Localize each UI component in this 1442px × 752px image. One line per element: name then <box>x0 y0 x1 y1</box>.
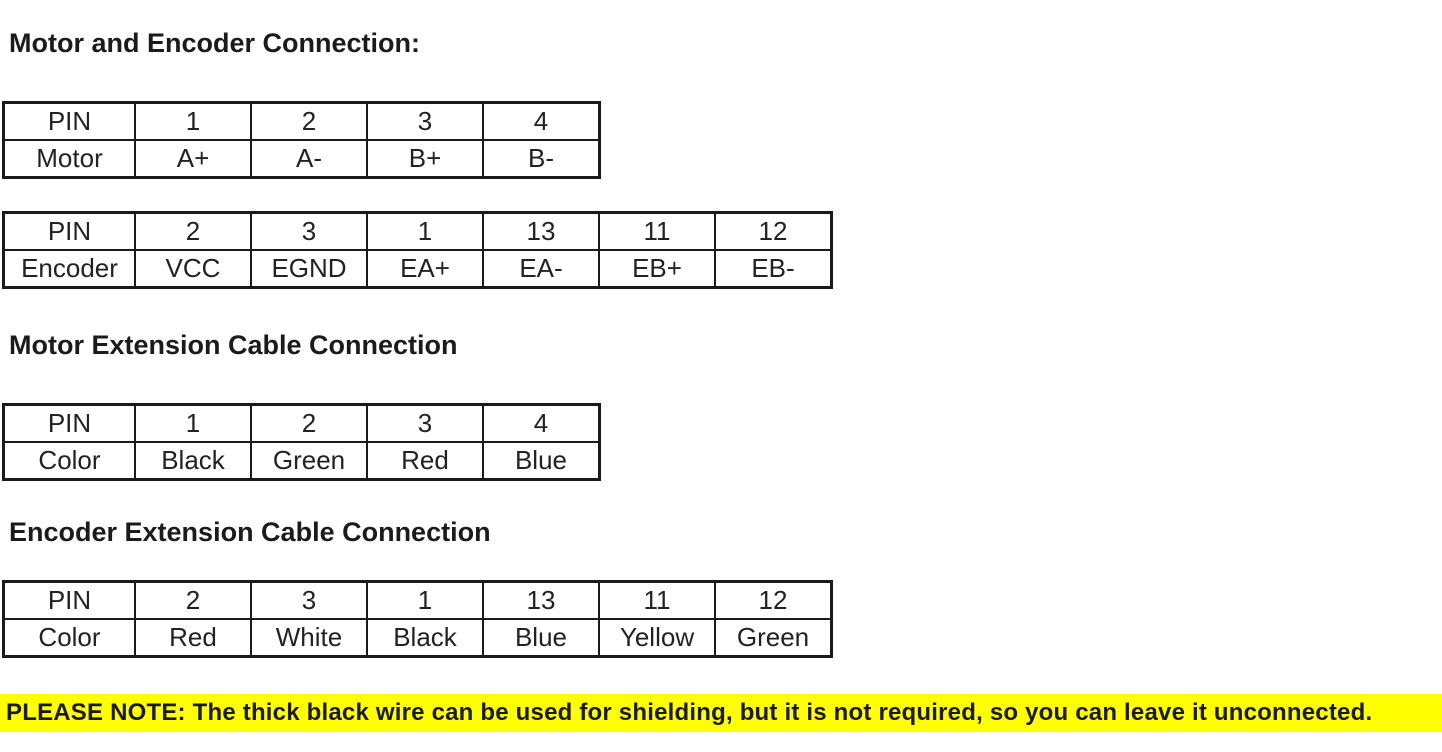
value-cell: EB- <box>714 249 833 289</box>
value-cell: 1 <box>366 211 484 251</box>
row-label-cell: PIN <box>2 403 136 443</box>
value-cell: Yellow <box>598 618 716 658</box>
value-cell: 12 <box>714 580 833 620</box>
value-cell: 3 <box>366 403 484 443</box>
value-cell: 3 <box>366 101 484 141</box>
value-cell: 4 <box>482 403 601 443</box>
value-cell: Black <box>134 441 252 481</box>
value-cell: Red <box>366 441 484 481</box>
value-cell: EGND <box>250 249 368 289</box>
row-label-cell: PIN <box>2 101 136 141</box>
value-cell: B- <box>482 139 601 179</box>
value-cell: 4 <box>482 101 601 141</box>
row-label-cell: Motor <box>2 139 136 179</box>
value-cell: EA- <box>482 249 600 289</box>
value-cell: A- <box>250 139 368 179</box>
value-cell: 11 <box>598 211 716 251</box>
value-cell: Red <box>134 618 252 658</box>
row-label-cell: Color <box>2 441 136 481</box>
value-cell: Green <box>714 618 833 658</box>
heading-motor-extension-cable: Motor Extension Cable Connection <box>9 330 458 360</box>
value-cell: 1 <box>134 403 252 443</box>
row-label-cell: PIN <box>2 580 136 620</box>
value-cell: Blue <box>482 618 600 658</box>
value-cell: Blue <box>482 441 601 481</box>
heading-encoder-extension-cable: Encoder Extension Cable Connection <box>9 517 491 547</box>
value-cell: Black <box>366 618 484 658</box>
value-cell: 1 <box>366 580 484 620</box>
value-cell: B+ <box>366 139 484 179</box>
value-cell: 12 <box>714 211 833 251</box>
row-label-cell: Encoder <box>2 249 136 289</box>
value-cell: 13 <box>482 211 600 251</box>
note-banner: PLEASE NOTE: The thick black wire can be… <box>0 694 1442 732</box>
value-cell: Green <box>250 441 368 481</box>
value-cell: 2 <box>134 211 252 251</box>
value-cell: 3 <box>250 211 368 251</box>
value-cell: 2 <box>250 403 368 443</box>
value-cell: EA+ <box>366 249 484 289</box>
value-cell: EB+ <box>598 249 716 289</box>
value-cell: White <box>250 618 368 658</box>
heading-motor-encoder-connection: Motor and Encoder Connection: <box>9 28 420 58</box>
value-cell: 2 <box>134 580 252 620</box>
value-cell: A+ <box>134 139 252 179</box>
value-cell: VCC <box>134 249 252 289</box>
note-text: PLEASE NOTE: The thick black wire can be… <box>6 699 1373 726</box>
value-cell: 3 <box>250 580 368 620</box>
value-cell: 2 <box>250 101 368 141</box>
row-label-cell: Color <box>2 618 136 658</box>
value-cell: 1 <box>134 101 252 141</box>
value-cell: 11 <box>598 580 716 620</box>
row-label-cell: PIN <box>2 211 136 251</box>
value-cell: 13 <box>482 580 600 620</box>
